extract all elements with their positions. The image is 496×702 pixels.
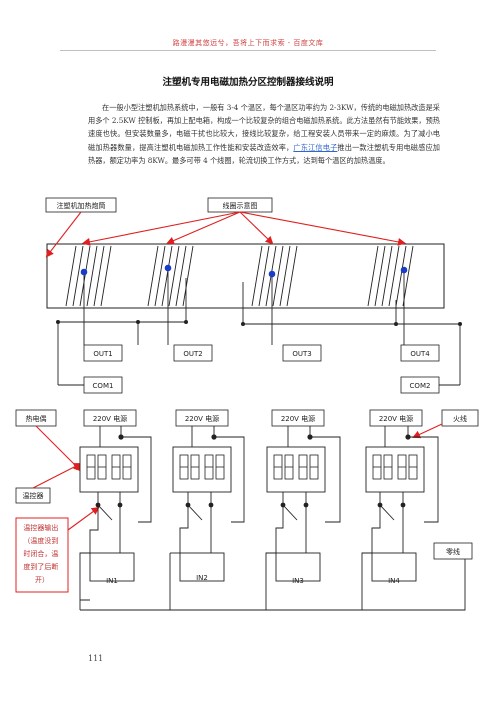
com1-box — [83, 376, 123, 394]
com1-label: COM1 — [93, 382, 114, 390]
controller-callout-label: 温控器 — [23, 491, 44, 500]
com2-box — [400, 376, 440, 394]
coil-group-3 — [251, 245, 298, 307]
arrow-to-barrel — [45, 211, 82, 258]
controller-output-callout-box — [15, 517, 69, 593]
in1-label: IN1 — [106, 577, 118, 585]
document-title: 注塑机专用电磁加热分区控制器接线说明 — [162, 77, 334, 88]
live-wire-callout-label: 火线 — [453, 414, 467, 423]
page-number: 111 — [88, 654, 104, 663]
coil-2-node — [164, 264, 172, 272]
out3-box — [282, 344, 322, 362]
power-supply-labels: 220V 电源 220V 电源 220V 电源 220V 电源 — [83, 409, 423, 427]
power-label-4: 220V 电源 — [379, 414, 413, 423]
coil-callout-label: 线圈示意图 — [223, 201, 258, 210]
temperature-controller-4 — [365, 446, 425, 493]
arrow-to-coil-4 — [239, 211, 406, 246]
coil-3-node — [268, 270, 276, 278]
neutral-bus — [79, 552, 466, 611]
display-digits-4 — [372, 454, 418, 480]
out2-label: OUT2 — [183, 350, 202, 358]
power-box-3 — [271, 409, 325, 427]
in4-label: IN4 — [388, 577, 400, 585]
arrow-live — [412, 423, 443, 439]
temperature-controllers — [79, 446, 425, 493]
coil-nodes — [80, 264, 408, 278]
power-box-4 — [369, 409, 423, 427]
temperature-controller-2 — [172, 446, 232, 493]
out1-box — [83, 344, 123, 362]
temperature-controller-1 — [79, 446, 139, 493]
arrow-to-coil-1 — [82, 211, 241, 246]
in3-label: IN3 — [292, 577, 304, 585]
barrel-callout-label: 注塑机加热炮筒 — [57, 201, 106, 210]
intro-text-1: 在一般小型注塑机加热系统中，一般有 3-4 个温区，每个温区功率约为 2-3KW… — [88, 103, 440, 152]
out3-label: OUT3 — [292, 350, 311, 358]
arrow-controller — [32, 463, 82, 489]
intro-text-2: 推出一款注塑机专用电磁感应加热器，额定功率为 8KW。最多可带 4 个线圈，轮流… — [88, 142, 440, 165]
coil-wiring — [57, 270, 461, 385]
arrow-to-coil-3 — [239, 211, 274, 245]
live-wire-callout-box — [441, 409, 479, 427]
power-label-2: 220V 电源 — [185, 414, 219, 423]
junction-dots — [56, 320, 462, 326]
power-nodes — [118, 434, 411, 440]
callout-arrows — [45, 211, 406, 258]
power-box-2 — [175, 409, 229, 427]
output-terminals: OUT1 OUT2 OUT3 OUT4 — [83, 344, 440, 362]
in2-box — [179, 552, 225, 582]
power-label-3: 220V 电源 — [281, 414, 315, 423]
in2-label: IN2 — [196, 574, 208, 582]
temperature-controller-3 — [266, 446, 326, 493]
out4-box — [400, 344, 440, 362]
in3-box — [275, 552, 321, 582]
display-digits-3 — [273, 454, 319, 480]
coil-1-node — [80, 268, 88, 276]
header-divider — [60, 50, 436, 51]
power-box-1 — [83, 409, 137, 427]
neutral-wire-callout-label: 零线 — [446, 547, 460, 556]
arrow-thermocouple — [35, 425, 82, 472]
out1-label: OUT1 — [93, 350, 112, 358]
power-feed-wiring — [99, 426, 439, 523]
neutral-wire-callout-box — [433, 542, 473, 560]
in4-box — [371, 552, 417, 582]
power-label-1: 220V 电源 — [93, 414, 127, 423]
controller-output-callout-label: 温控器输出 （温度没到 时闭合，温 度到了后断 开） — [23, 523, 60, 584]
coil-group-4 — [367, 245, 414, 307]
header-banner: 路漫漫其悠远兮，吾将上下而求索 - 百度文库 — [172, 39, 324, 47]
side-arrows — [32, 423, 443, 531]
display-digits-1 — [86, 454, 132, 480]
intro-paragraph: 在一般小型注塑机加热系统中，一般有 3-4 个温区，每个温区功率约为 2-3KW… — [88, 101, 440, 167]
thermocouple-callout-label: 热电偶 — [26, 414, 47, 423]
coil-4-node — [400, 266, 408, 274]
display-digits-2 — [179, 454, 225, 480]
heating-barrel — [46, 243, 445, 309]
out4-label: OUT4 — [410, 350, 430, 358]
arrow-to-coil-2 — [166, 211, 241, 245]
in1-box — [89, 552, 135, 582]
relay-nodes — [95, 502, 406, 508]
out2-box — [173, 344, 213, 362]
company-link[interactable]: 广东江信电子 — [293, 142, 338, 152]
com2-label: COM2 — [410, 382, 431, 390]
arrow-controller-output — [67, 506, 100, 531]
coil-group-1 — [65, 245, 112, 307]
common-terminals: COM1 COM2 — [58, 376, 460, 394]
input-terminals: IN1 IN2 IN3 IN4 — [89, 552, 417, 585]
relay-contacts — [89, 492, 404, 553]
coil-group-2 — [147, 245, 194, 307]
